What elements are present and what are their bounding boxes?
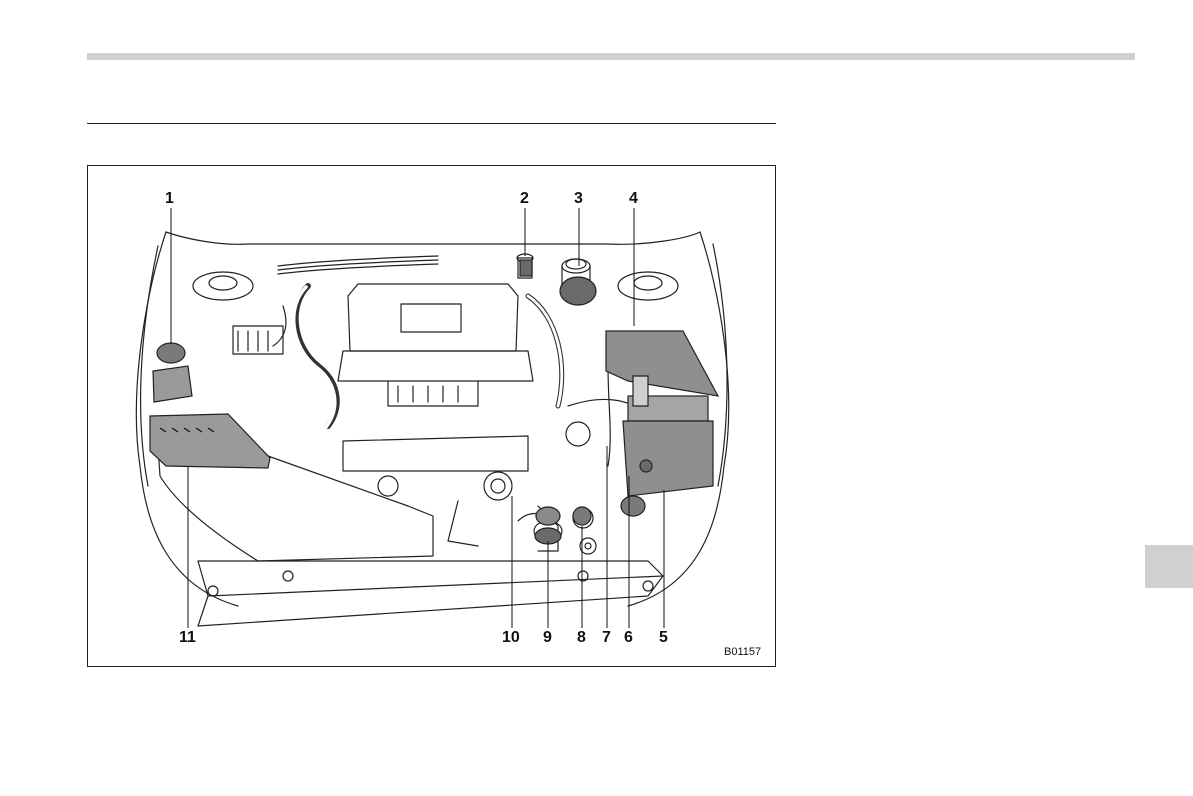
- callout-9: 9: [543, 630, 552, 646]
- engine-compartment-illustration: [88, 166, 775, 666]
- chapter-tab: [1145, 545, 1193, 588]
- callout-6: 6: [624, 630, 633, 646]
- callout-8: 8: [577, 630, 586, 646]
- callout-3: 3: [574, 191, 583, 207]
- callout-7: 7: [602, 630, 611, 646]
- callout-1: 1: [165, 191, 174, 207]
- figure-code: B01157: [724, 646, 761, 658]
- section-rule: [87, 123, 776, 124]
- header-bar: [87, 53, 1135, 60]
- callout-4: 4: [629, 191, 638, 207]
- callout-2: 2: [520, 191, 529, 207]
- callout-5: 5: [659, 630, 668, 646]
- callout-11: 11: [179, 630, 196, 646]
- engine-compartment-figure: 1 2 3 4 5 6 7 8 9 10 11 B01157: [87, 165, 776, 667]
- callout-10: 10: [502, 630, 520, 646]
